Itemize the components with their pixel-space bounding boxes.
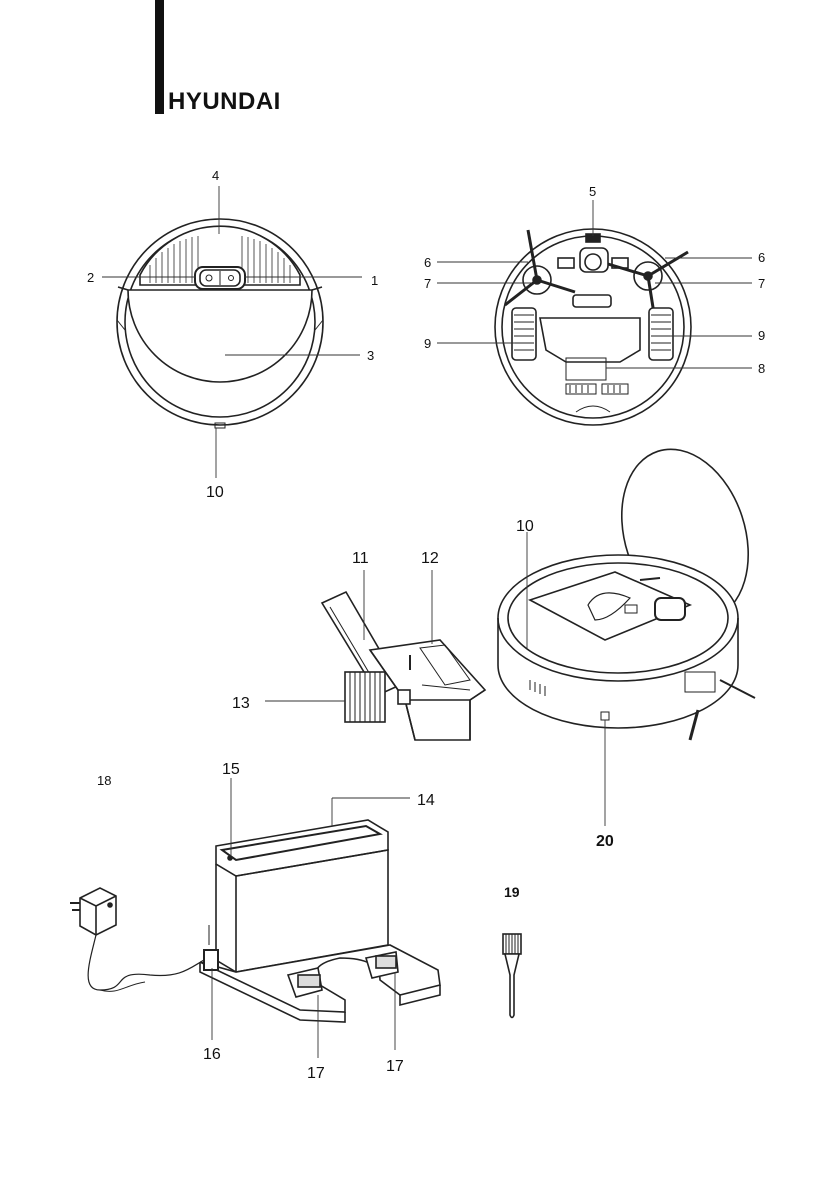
brand-logo: HYUNDAI: [168, 88, 281, 115]
callout-10b: 10: [516, 518, 534, 535]
callout-9-left: 9: [424, 336, 431, 351]
callout-9-right: 9: [758, 328, 765, 343]
callout-14: 14: [417, 792, 435, 809]
callout-10a: 10: [206, 484, 224, 501]
callout-6-left: 6: [424, 255, 431, 270]
callout-2: 2: [87, 270, 94, 285]
callout-15: 15: [222, 761, 240, 778]
callout-1: 1: [371, 273, 378, 288]
callout-18: 18: [97, 773, 111, 788]
callout-7-right: 7: [758, 276, 765, 291]
callout-4: 4: [212, 168, 219, 183]
callout-11: 11: [352, 550, 369, 567]
callout-13: 13: [232, 695, 250, 712]
charging-dock: [199, 819, 441, 1023]
callout-5: 5: [589, 184, 596, 199]
callout-19: 19: [504, 884, 520, 900]
bottom-view-leaders: [437, 200, 752, 369]
callout-17-right: 17: [386, 1058, 404, 1075]
dust-bin: [320, 590, 487, 741]
callout-6-right: 6: [758, 250, 765, 265]
cleaning-brush: [502, 933, 522, 1019]
callout-labels: 4 2 1 3 10 5 6 6 7 7 9 9 8 11 12 13 10 2…: [87, 168, 765, 1082]
brand-logo-bar: [155, 0, 164, 114]
dock-leaders: [211, 778, 410, 1058]
callout-17-left: 17: [307, 1065, 325, 1082]
callout-8: 8: [758, 361, 765, 376]
dust-bin-leaders: [265, 570, 433, 702]
callout-3: 3: [367, 348, 374, 363]
robot-open-view: [497, 448, 756, 741]
open-view-leaders: [526, 532, 606, 826]
robot-bottom-view: [494, 228, 692, 426]
power-adapter: [70, 887, 205, 992]
robot-top-view: [116, 218, 324, 429]
callout-20: 20: [596, 833, 614, 850]
callout-7-left: 7: [424, 276, 431, 291]
top-view-leaders: [102, 186, 362, 478]
callout-16: 16: [203, 1046, 221, 1063]
callout-12: 12: [421, 550, 439, 567]
